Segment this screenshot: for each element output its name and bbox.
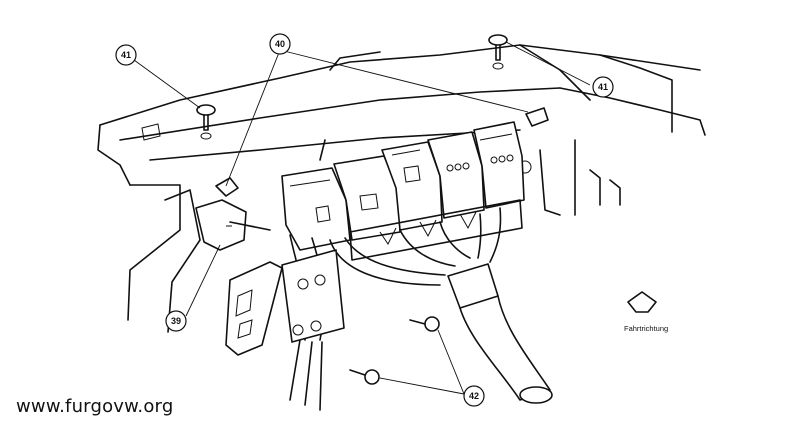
callout-42-label: 42 xyxy=(469,391,479,401)
watermark: www.furgovw.org xyxy=(16,396,174,417)
screws xyxy=(196,34,508,385)
callout-41-left: 41 xyxy=(115,44,137,66)
callout-41-right-label: 41 xyxy=(598,82,608,92)
screw-41-left xyxy=(196,104,216,140)
screw-42-upper xyxy=(409,316,440,332)
direction-arrow: Fahrtrichtung xyxy=(624,291,668,333)
screw-41-right xyxy=(488,34,508,70)
direction-label: Fahrtrichtung xyxy=(624,324,668,333)
dashboard-outline xyxy=(97,44,706,333)
screw-42-lower xyxy=(349,369,380,385)
mounting-clips xyxy=(215,107,549,197)
callout-41-right: 41 xyxy=(592,76,614,98)
bracket-39 xyxy=(195,199,271,251)
callout-40: 40 xyxy=(269,33,291,55)
callout-40-label: 40 xyxy=(275,39,285,49)
fuse-block xyxy=(225,249,345,356)
callout-42: 42 xyxy=(463,385,485,407)
callout-39-label: 39 xyxy=(171,316,181,326)
callout-39: 39 xyxy=(165,310,187,332)
up-arrow-icon xyxy=(627,291,657,313)
relay-bank xyxy=(281,121,525,261)
callout-41-left-label: 41 xyxy=(121,50,131,60)
leader-lines xyxy=(133,41,591,395)
